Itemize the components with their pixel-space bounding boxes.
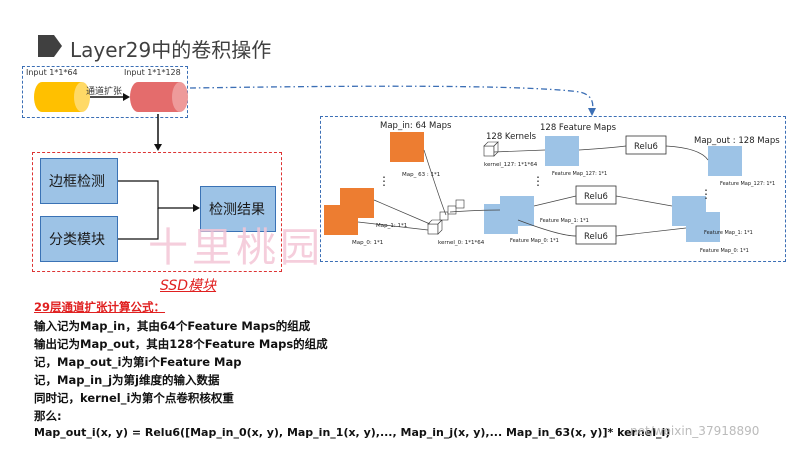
map-out-label: Map_out : 128 Maps: [694, 136, 780, 146]
title-marker-icon: [38, 35, 62, 57]
box-detect: 边框检测: [40, 158, 118, 204]
pipeline-diagram: [34, 82, 596, 151]
input-left-label: Input 1*1*64: [26, 68, 78, 77]
dots-right: ⋮: [700, 187, 712, 201]
formula-line-3: 记，Map_out_i为第i个Feature Map: [34, 355, 242, 369]
input-right-label: Input 1*1*128: [124, 68, 181, 77]
box-classify: 分类模块: [40, 216, 118, 262]
feature-1-right-label: Feature Map_1: 1*1: [704, 230, 753, 236]
feature-0-mid: [484, 204, 518, 234]
kernels-label: 128 Kernels: [486, 132, 537, 142]
kernel-0-label: kernel_0: 1*1*64: [438, 240, 485, 246]
formula-line-6: 那么:: [34, 409, 62, 423]
feature-0-mid-label: Feature Map_0: 1*1: [510, 238, 559, 244]
watermark-text: 十里桃园: [148, 225, 324, 271]
map-0-label: Map_0: 1*1: [352, 240, 383, 246]
formula-line-5: 同时记，kernel_i为第个点卷积核权重: [34, 391, 234, 405]
box-result: 检测结果: [200, 186, 276, 232]
map-in-63: [390, 132, 424, 162]
feature-127-mid: [545, 136, 579, 166]
figure-frame: [320, 116, 786, 262]
relu-mid-label: Relu6: [584, 192, 608, 202]
feature-0-right: [686, 212, 720, 242]
input-left-cylinder: [34, 82, 90, 112]
map-1-label: Map_1: 1*1: [376, 223, 407, 229]
figure-connector: [189, 85, 594, 113]
feature-127-mid-label: Feature Map_127: 1*1: [552, 171, 607, 177]
feature-0-right-label: Feature Map_0: 1*1: [700, 248, 749, 254]
relu-top-label: Relu6: [634, 142, 658, 152]
ssd-module-frame: [32, 152, 282, 272]
formula-line-7: Map_out_i(x, y) = Relu6([Map_in_0(x, y),…: [34, 426, 671, 439]
formula-line-4: 记，Map_in_j为第j维度的输入数据: [34, 373, 220, 387]
ssd-connectors: [118, 180, 200, 240]
formula-heading: 29层通道扩张计算公式：: [34, 300, 166, 314]
ssd-module-label: SSD模块: [160, 278, 217, 294]
map-63-label: Map_ 63 : 1*1: [402, 172, 440, 178]
map-in-0: [324, 205, 358, 235]
feature-127-right: [708, 146, 742, 176]
relu-bot-box: [575, 225, 617, 245]
relu-mid-box: [575, 185, 617, 205]
feature-1-mid-label: Feature Map_1: 1*1: [540, 218, 589, 224]
formula-line-1: 输入记为Map_in，其由64个Feature Maps的组成: [34, 319, 311, 333]
url-watermark: net/weixin_37918890: [630, 424, 760, 438]
formula-line-2: 输出记为Map_out，其由128个Feature Maps的组成: [34, 337, 328, 351]
kernel-127-cube: [483, 141, 499, 157]
input-right-cylinder: [130, 82, 188, 112]
feature-maps-label: 128 Feature Maps: [540, 123, 617, 133]
kernel-127-label: kernel_127: 1*1*64: [484, 162, 538, 168]
dots-left: ⋮: [378, 174, 390, 188]
relu-top-box: [625, 135, 667, 155]
conv-figure: Map_in: 64 Maps 128 Kernels 128 Feature …: [324, 121, 780, 254]
kernel-0-cube: [427, 199, 465, 235]
map-in-label: Map_in: 64 Maps: [380, 121, 452, 131]
relu-bot-label: Relu6: [584, 232, 608, 242]
feature-127-right-label: Feature Map_127: 1*1: [720, 181, 775, 187]
channel-expand-label: 通道扩张: [86, 87, 123, 97]
figure-links: [357, 145, 709, 237]
dots-mid: ⋮: [532, 174, 544, 188]
page-title: Layer29中的卷积操作: [70, 38, 272, 62]
